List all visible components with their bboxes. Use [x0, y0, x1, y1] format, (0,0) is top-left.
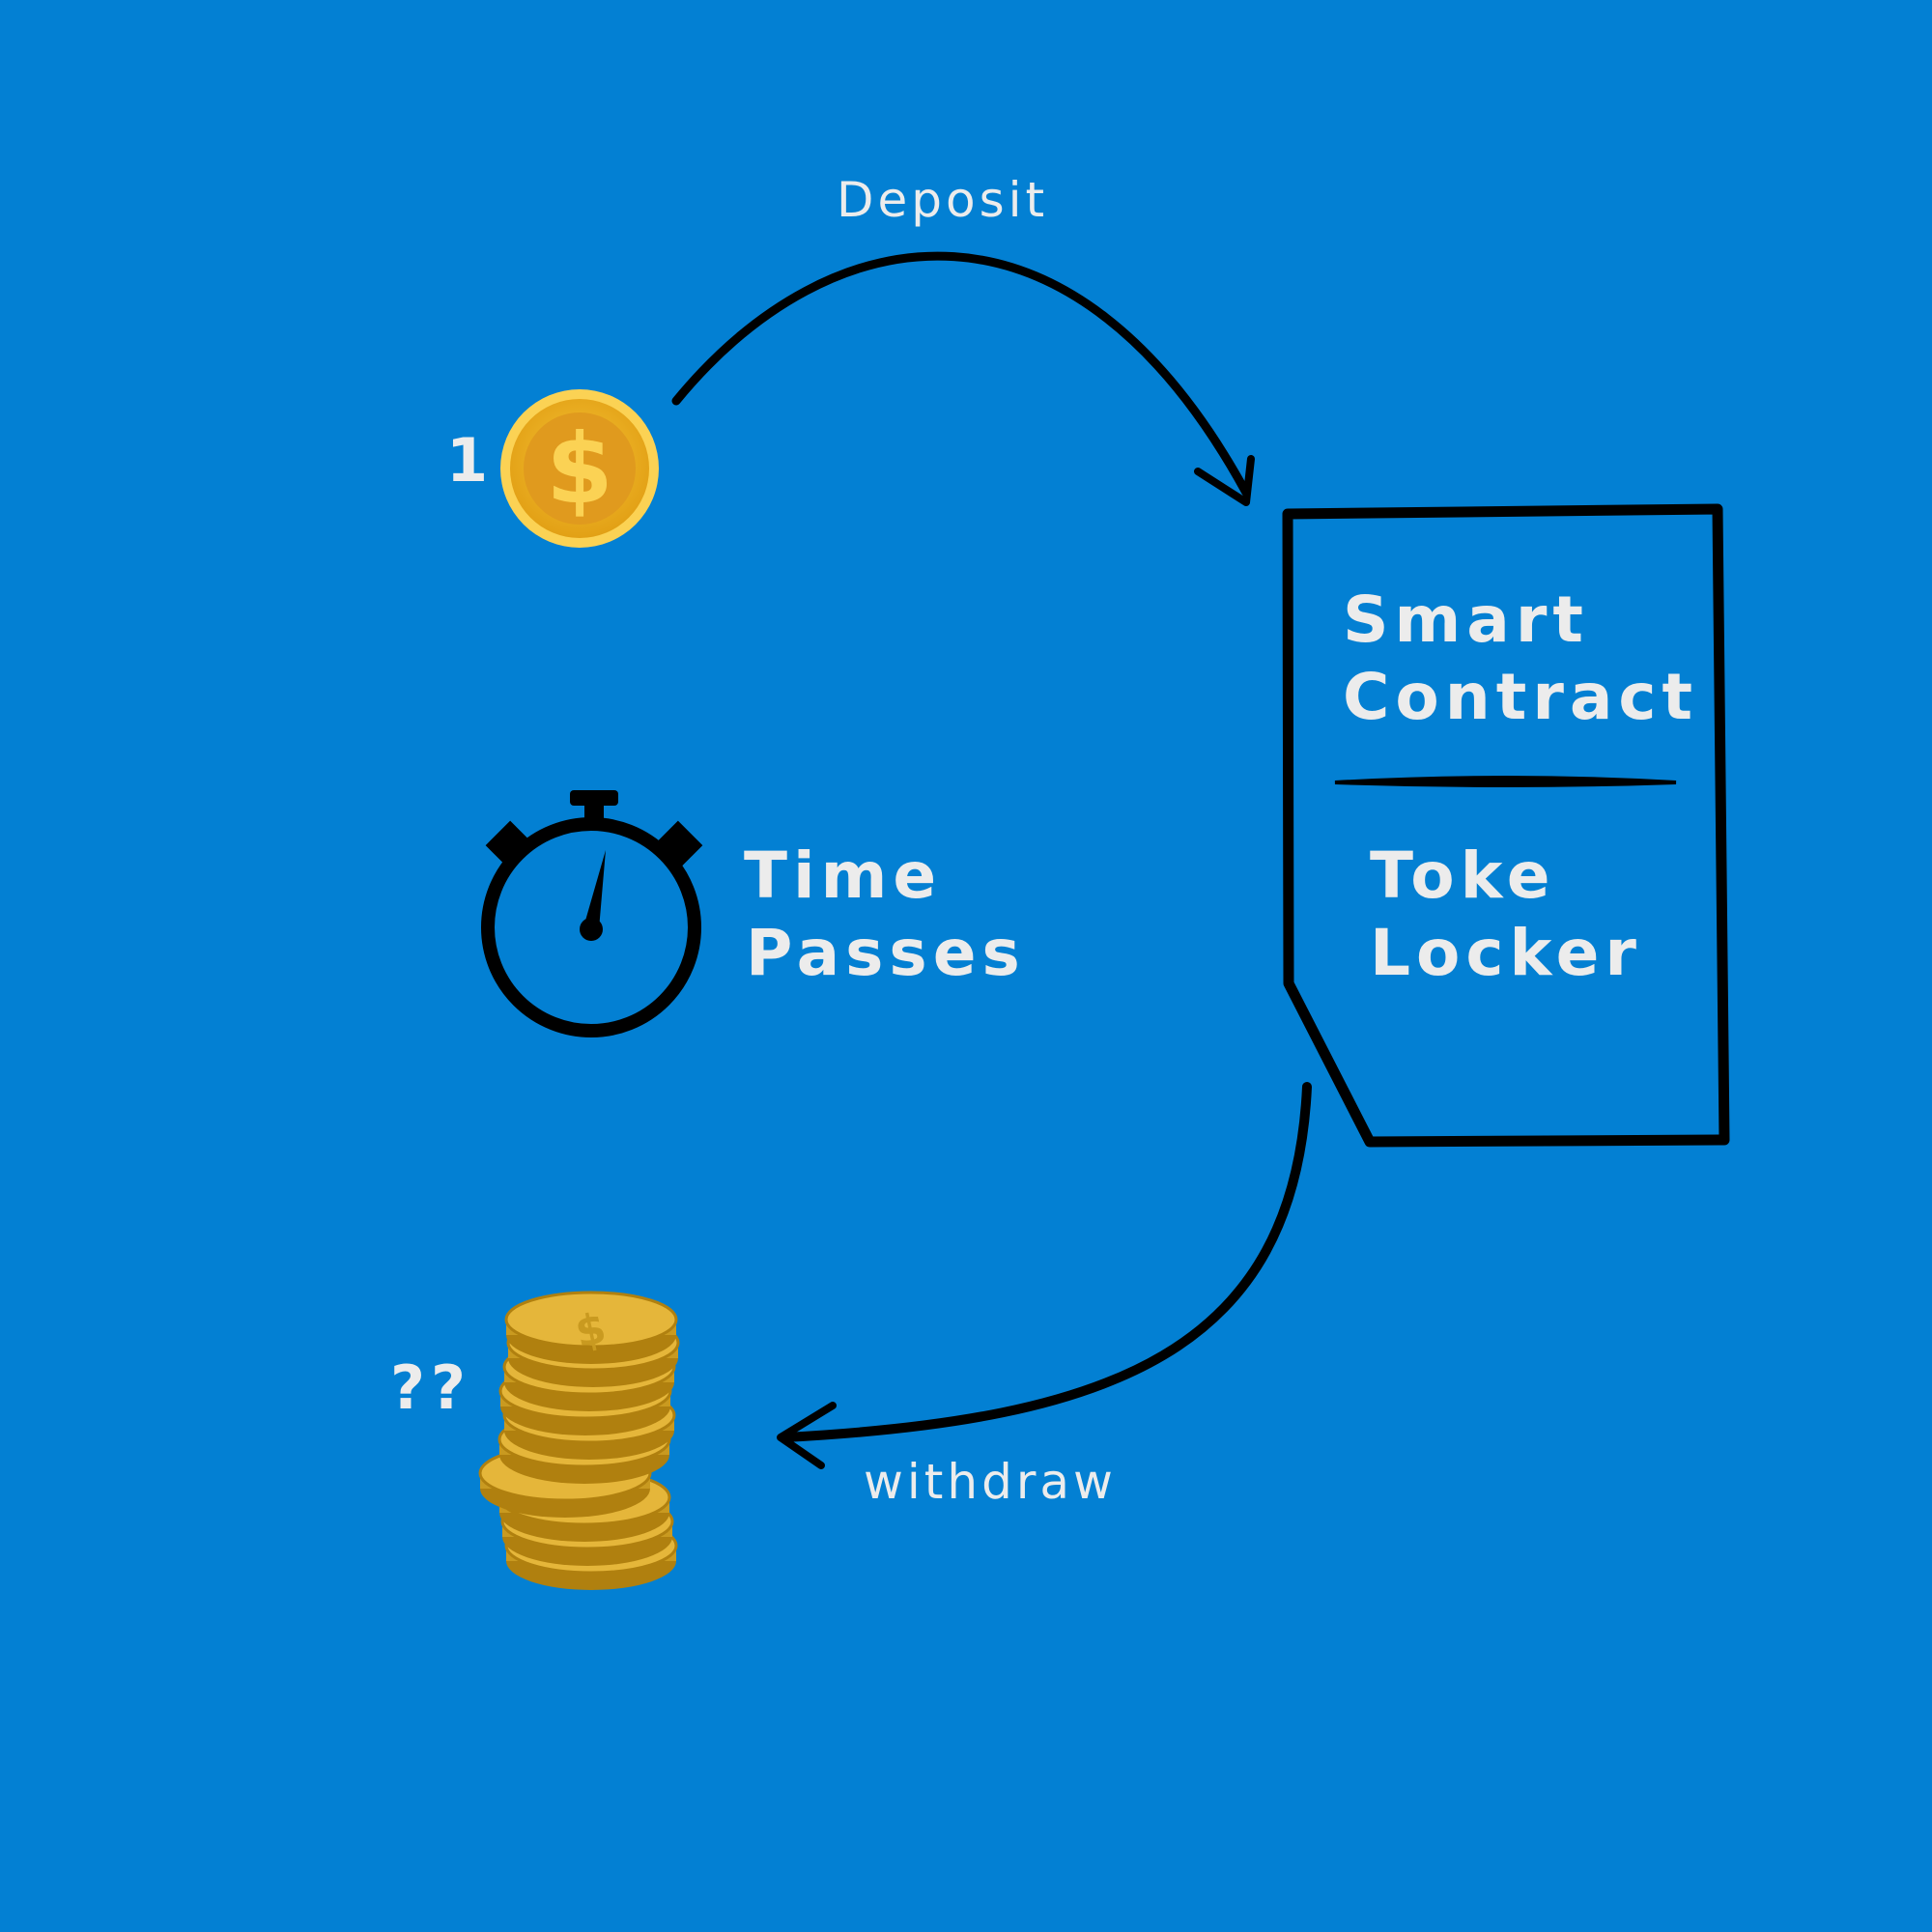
stopwatch-icon — [481, 790, 703, 1037]
svg-text:$: $ — [546, 412, 613, 526]
locker-label-line1: Toke — [1370, 838, 1556, 913]
coin-stack-icon: $ — [478, 1291, 680, 1592]
contract-label-line2: Contract — [1343, 660, 1699, 734]
contract-label-line1: Smart — [1343, 582, 1589, 657]
smart-contract-box — [1282, 503, 1730, 1148]
stack-count-label: ?? — [390, 1352, 471, 1423]
withdraw-label: withdraw — [864, 1454, 1117, 1510]
locker-label-line2: Locker — [1370, 916, 1642, 990]
withdraw-arrow — [777, 1082, 1312, 1469]
time-label-line1: Time — [744, 838, 943, 913]
coin-count-label: 1 — [446, 425, 495, 496]
dollar-coin-icon: $ — [500, 389, 659, 548]
deposit-label: Deposit — [837, 172, 1049, 228]
deposit-arrow — [671, 251, 1255, 506]
time-label-line2: Passes — [746, 916, 1026, 990]
